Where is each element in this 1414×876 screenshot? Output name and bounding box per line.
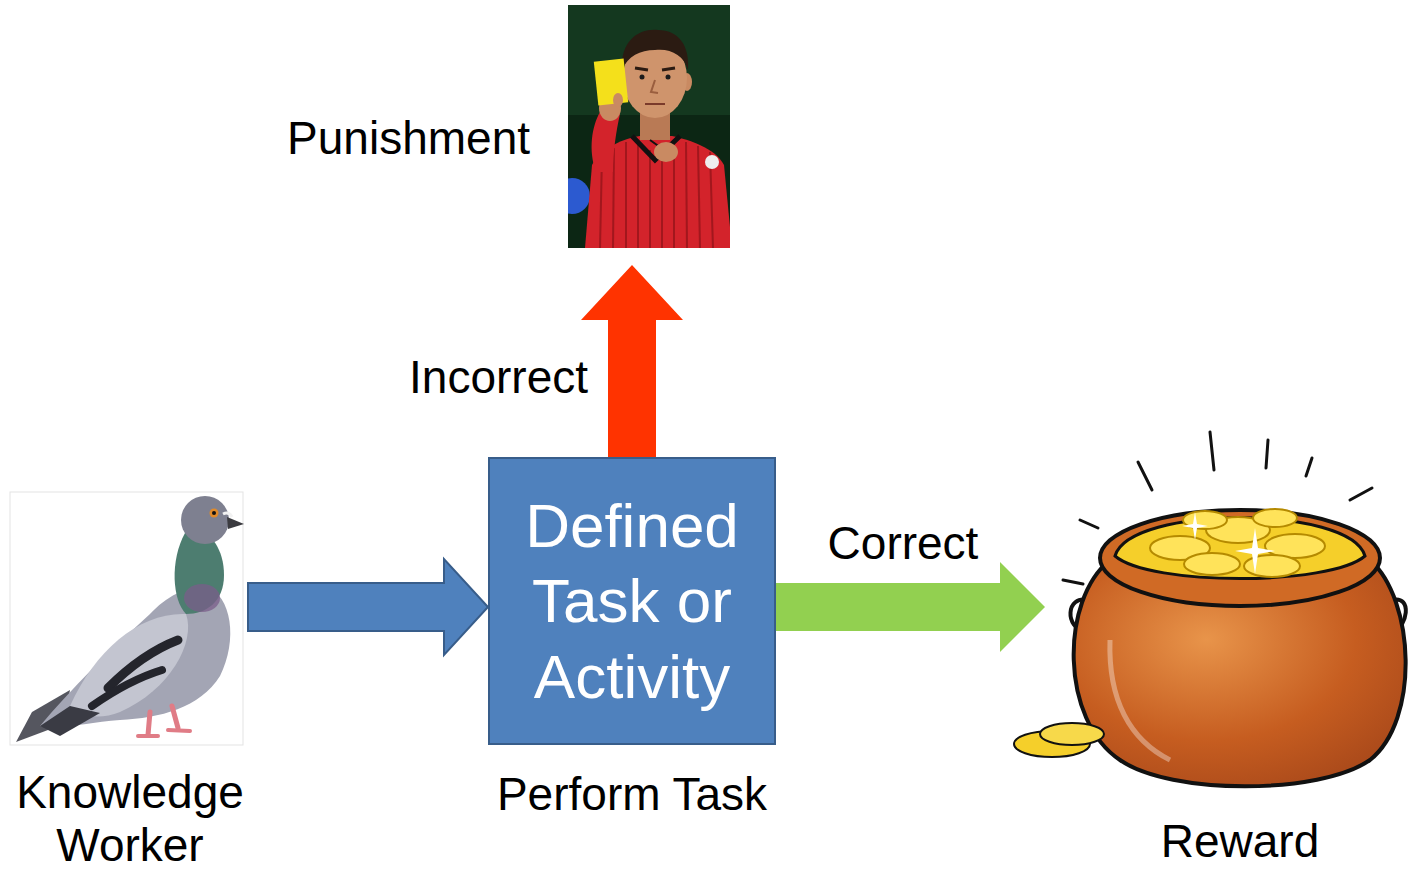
edge-label: Incorrect [405,351,592,404]
pigeon-picture [10,492,244,745]
image-node: Reward [1048,430,1410,790]
edge-label: Correct [824,517,983,570]
block-arrow [248,559,488,655]
block-arrow [581,265,683,457]
node-label: Punishment [287,112,530,165]
referee-photo [568,5,730,248]
box-text: Defined Task or Activity [506,488,758,715]
image-node: Punishment [568,5,730,248]
pot-of-gold [1014,432,1406,786]
node-label: Knowledge Worker [5,766,255,872]
process-box: Defined Task or ActivityPerform Task [488,457,776,745]
block-arrow [776,562,1045,652]
image-node: Knowledge Worker [5,492,248,745]
box-caption: Perform Task [497,768,767,821]
node-label: Reward [1161,815,1320,868]
